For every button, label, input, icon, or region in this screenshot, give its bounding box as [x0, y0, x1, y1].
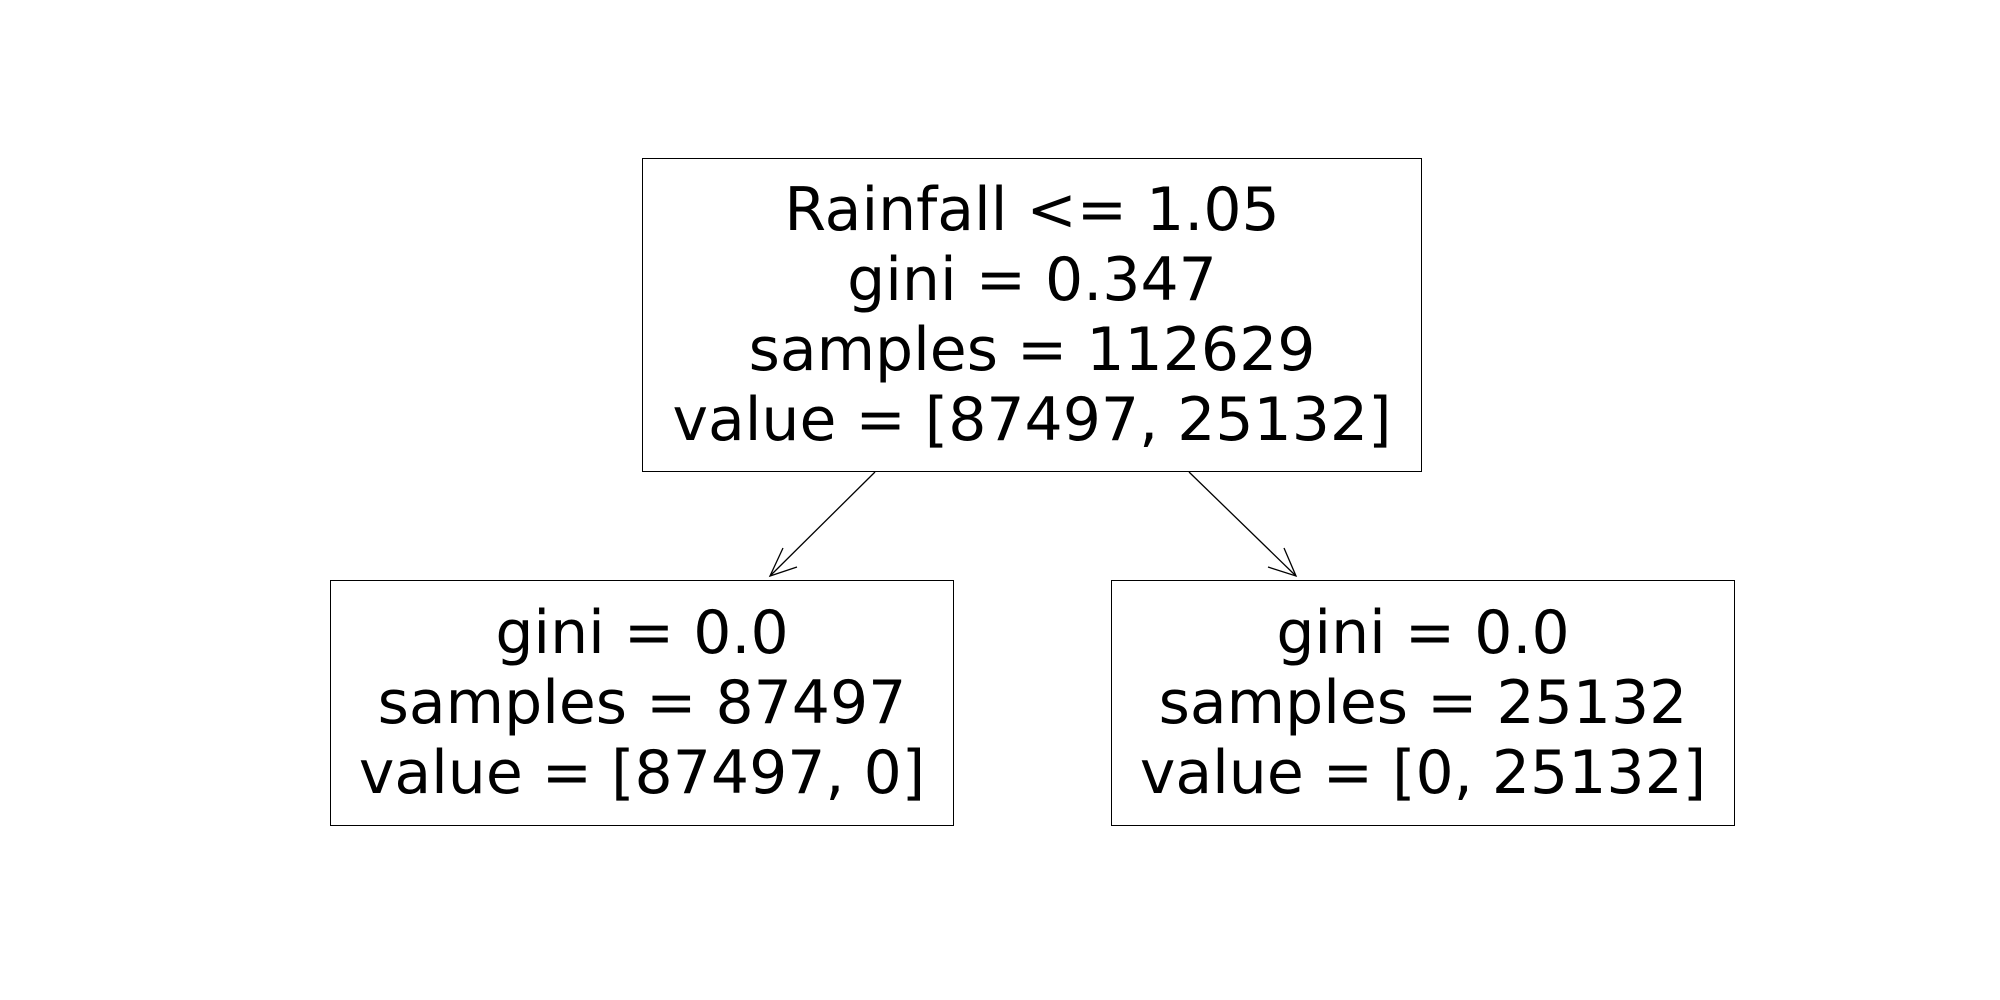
left-value: value = [87497, 0] [358, 738, 926, 808]
root-value: value = [87497, 25132] [672, 385, 1392, 455]
right-samples: samples = 25132 [1158, 668, 1688, 738]
left-samples: samples = 87497 [377, 668, 907, 738]
left-gini: gini = 0.0 [495, 598, 789, 668]
root-gini: gini = 0.347 [847, 245, 1217, 315]
edge-root-to-right [1188, 471, 1298, 578]
root-samples: samples = 112629 [748, 315, 1316, 385]
left-leaf-node: gini = 0.0 samples = 87497 value = [8749… [330, 580, 954, 826]
root-condition: Rainfall <= 1.05 [784, 175, 1280, 245]
edge-root-to-left [768, 471, 876, 578]
right-leaf-node: gini = 0.0 samples = 25132 value = [0, 2… [1111, 580, 1735, 826]
right-gini: gini = 0.0 [1276, 598, 1570, 668]
right-value: value = [0, 25132] [1139, 738, 1707, 808]
root-node: Rainfall <= 1.05 gini = 0.347 samples = … [642, 158, 1422, 472]
